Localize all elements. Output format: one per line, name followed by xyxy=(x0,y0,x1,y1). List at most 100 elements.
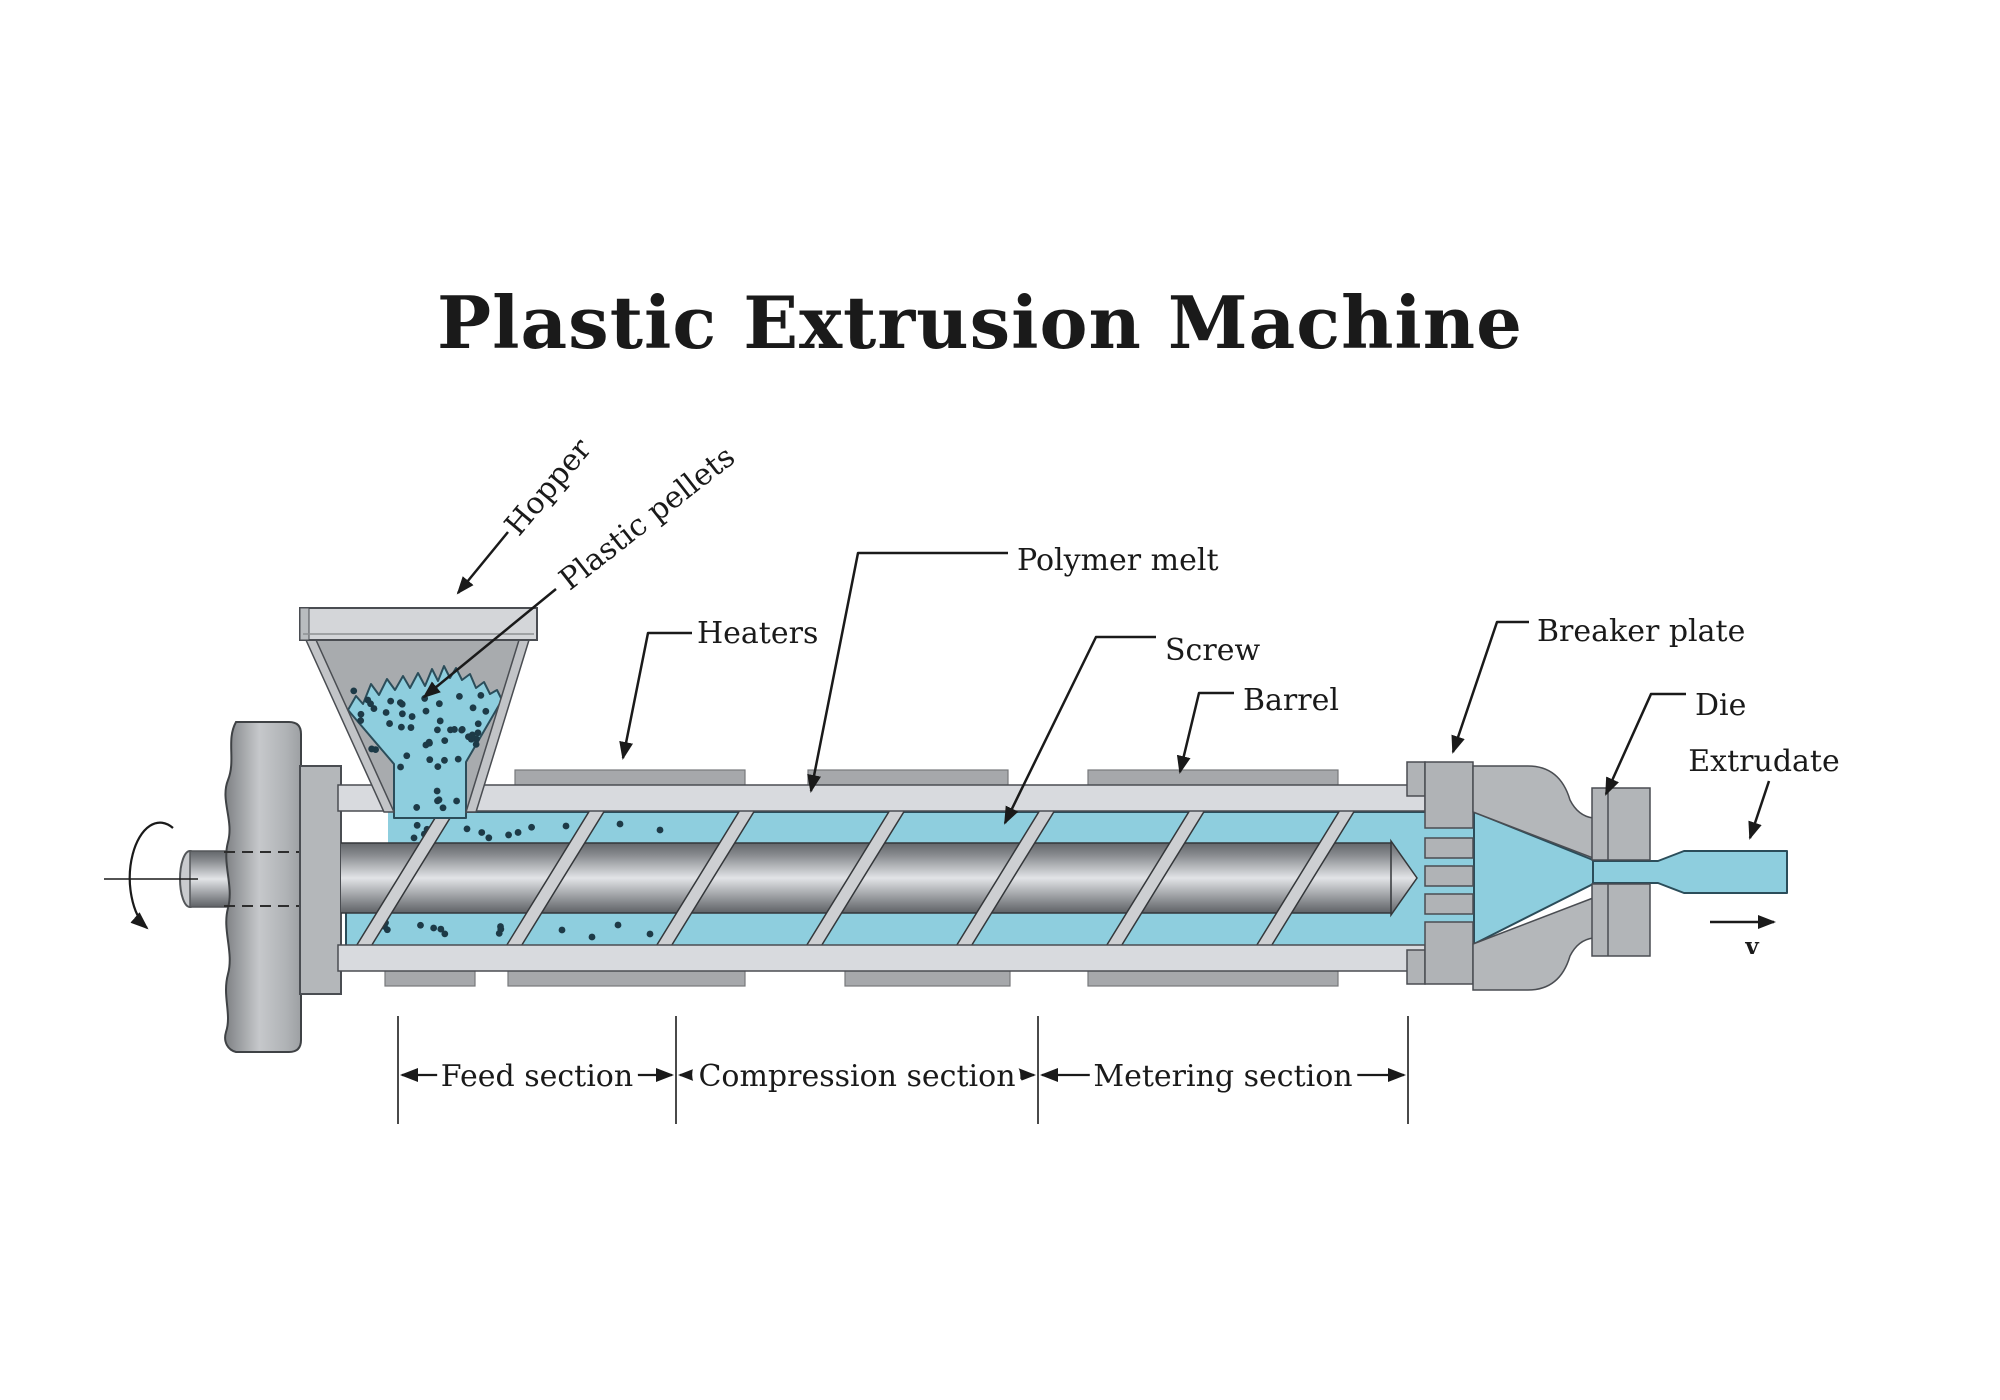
plastic-pellet-dot xyxy=(436,717,444,725)
plastic-pellet-dot xyxy=(482,707,490,715)
plastic-pellet-dot xyxy=(474,720,482,728)
heater-band xyxy=(844,969,1011,987)
screw-flights xyxy=(353,809,1357,949)
plastic-pellet-dot xyxy=(368,745,376,753)
plastic-pellet-dot xyxy=(397,723,405,731)
breaker-plate-label: Breaker plate xyxy=(1537,614,1745,649)
heater-band xyxy=(514,769,746,787)
screw-leader xyxy=(1003,635,1156,825)
plastic-pellet-dot xyxy=(588,933,596,941)
plastic-pellet-dot xyxy=(558,926,566,934)
plastic-pellet-dot xyxy=(434,797,441,805)
thrust-flange xyxy=(299,765,342,995)
plastic-pellet-dot xyxy=(478,829,486,836)
screw-label: Screw xyxy=(1165,633,1260,668)
barrel-leader xyxy=(1176,691,1234,774)
plastic-pellet-dot xyxy=(528,823,535,831)
screw-tip-cone xyxy=(1390,838,1418,918)
plastic-pellet-dot xyxy=(562,822,570,830)
die-assembly xyxy=(1406,761,1788,991)
plastic-pellet-dot xyxy=(397,763,404,771)
plastic-pellet-dot xyxy=(614,921,622,929)
plastic-pellet-dot xyxy=(386,720,393,727)
breaker-block-top xyxy=(1424,761,1474,829)
plastic-pellet-dot xyxy=(433,787,441,795)
plastic-pellet-dot xyxy=(434,726,441,734)
plastic-pellet-dot xyxy=(382,709,390,716)
breaker-block-bottom xyxy=(1424,921,1474,985)
motor-block xyxy=(224,721,302,1053)
plastic-pellet-dot xyxy=(430,924,438,932)
plastic-pellet-dot xyxy=(435,700,443,708)
plastic-pellet-dot xyxy=(463,825,471,833)
die-leader xyxy=(1604,692,1686,796)
plastic-pellet-dot xyxy=(439,804,447,812)
plastic-pellet-dot xyxy=(413,821,421,829)
screw xyxy=(341,809,1418,949)
plastic-pellet-dot xyxy=(646,930,654,938)
polymer-melt-leader xyxy=(807,551,1008,793)
plastic-pellet-dot xyxy=(417,921,424,929)
barrel-label: Barrel xyxy=(1243,683,1339,718)
plastic-pellet-dot xyxy=(387,697,395,705)
extrudate-leader xyxy=(1748,780,1771,840)
heater-band xyxy=(1087,969,1339,987)
plastic-pellet-dot xyxy=(453,797,461,805)
breaker-segment xyxy=(1424,837,1474,859)
plastic-pellet-dot xyxy=(441,737,449,745)
breaker-plate-leader xyxy=(1451,620,1529,754)
plastic-pellet-dot xyxy=(357,710,365,718)
heater-band xyxy=(807,769,1009,787)
drive-unit xyxy=(104,721,311,1053)
plastic-pellet-dot xyxy=(434,763,442,771)
plastic-pellet-dot xyxy=(469,704,477,712)
plastic-pellet-dot xyxy=(458,726,466,734)
plastic-pellet-dot xyxy=(413,804,421,811)
plastic-pellet-dot xyxy=(396,699,404,706)
annotations: Plastic Extrusion Machine Hopper Plastic… xyxy=(397,280,1840,1124)
plastic-pellet-dot xyxy=(426,756,434,764)
extrudate-label: Extrudate xyxy=(1688,744,1839,779)
barrel-top-wall xyxy=(472,784,1426,812)
plastic-pellet-dot xyxy=(485,834,493,842)
hopper-leader xyxy=(456,531,509,595)
plastic-pellet-dot xyxy=(454,755,462,763)
diagram-title: Plastic Extrusion Machine xyxy=(437,280,1523,365)
hopper-rim-bevel xyxy=(299,607,310,641)
plastic-pellet-dot xyxy=(656,826,664,834)
plastic-pellet-dot xyxy=(422,707,430,715)
plastic-pellet-dot xyxy=(437,925,445,933)
die-adapter-top xyxy=(1472,765,1594,860)
heater-bands-top xyxy=(514,769,1339,787)
heaters-leader xyxy=(619,631,692,760)
plastic-pellet-dot xyxy=(451,726,458,733)
plastic-pellet-dot xyxy=(505,831,512,839)
die-label: Die xyxy=(1695,688,1746,723)
plastic-pellet-dot xyxy=(441,930,449,938)
plastic-pellet-dot xyxy=(477,691,485,699)
extrudate-strip xyxy=(1592,850,1788,894)
plastic-pellet-dot xyxy=(357,717,365,725)
plastic-pellet-dot xyxy=(410,834,418,842)
plastic-pellet-dot xyxy=(497,923,504,930)
hopper xyxy=(299,607,538,819)
heater-band xyxy=(1087,769,1339,787)
pellets-in-hopper xyxy=(350,687,490,812)
plastic-pellet-dot xyxy=(407,724,415,731)
plastic-pellet-dot xyxy=(514,829,522,836)
breaker-segment xyxy=(1424,893,1474,915)
heaters-label: Heaters xyxy=(697,616,818,651)
polymer-melt-label: Polymer melt xyxy=(1017,543,1219,578)
heater-band xyxy=(507,969,746,987)
plastic-pellet-dot xyxy=(474,729,482,737)
barrel-bottom-wall xyxy=(337,944,1426,972)
die-block-bottom xyxy=(1591,883,1651,957)
feed-section-label: Feed section xyxy=(441,1059,633,1094)
section-markers: Feed section Compression section Meterin… xyxy=(397,1016,1409,1124)
plastic-pellet-dot xyxy=(370,705,378,712)
velocity-label: v xyxy=(1744,933,1759,960)
plastic-pellet-dot xyxy=(441,756,448,764)
plastic-pellet-dot xyxy=(456,692,463,700)
heater-bands-bottom xyxy=(384,969,1339,987)
